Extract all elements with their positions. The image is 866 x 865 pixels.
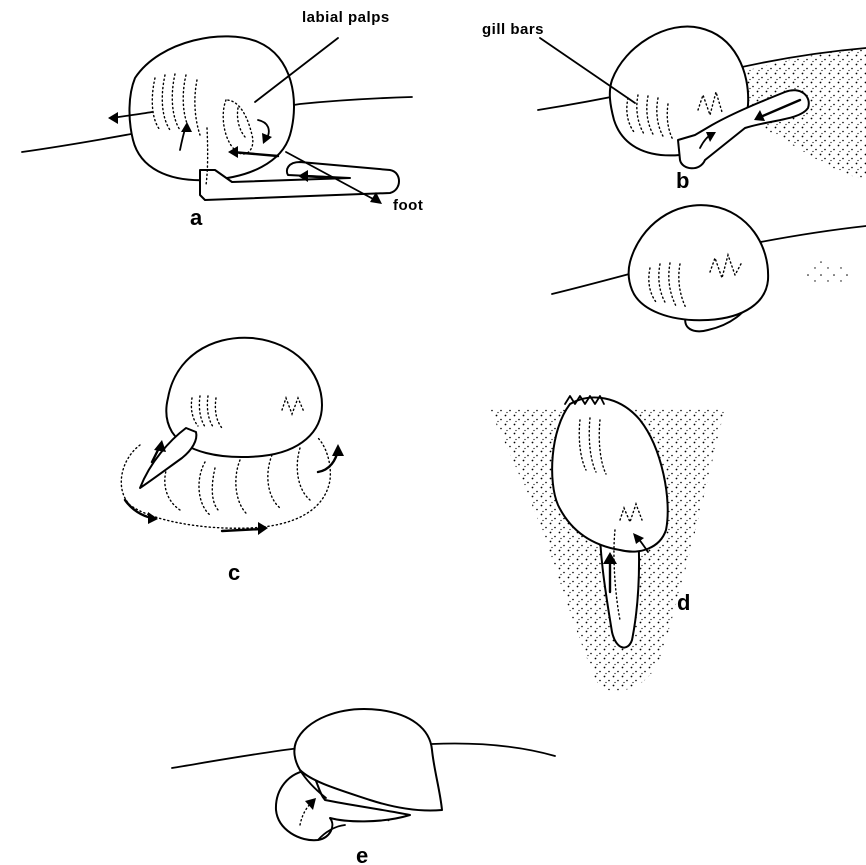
panel-c: c (121, 338, 344, 585)
panel-c-arrow-foot-head (154, 440, 166, 452)
panel-c-arrow-right-head (332, 444, 344, 456)
panel-b: gill bars b (482, 21, 866, 193)
panel-e: e (172, 709, 555, 865)
panel-d: d (488, 396, 725, 691)
panel-a-shell (129, 36, 294, 180)
labial-palps-label: labial palps (302, 9, 390, 26)
panel-a-arrow-left-head (108, 112, 118, 124)
panel-b2-shell (629, 205, 768, 320)
panel-d-letter: d (677, 590, 690, 615)
panel-c-foot (140, 428, 196, 488)
panel-c-arrow-bottom-head (258, 522, 268, 535)
panel-c-arrow-bottom-left-head (148, 512, 158, 524)
panel-c-dotted-foot-lobes (165, 448, 310, 515)
panel-a-letter: a (190, 205, 203, 230)
foot-label: foot (393, 197, 423, 214)
panel-c-arrow-bottom-left (125, 500, 152, 518)
panel-b-letter: b (676, 168, 689, 193)
panel-c-arrow-bottom (222, 529, 262, 531)
gill-bars-label: gill bars (482, 21, 544, 38)
panel-e-letter: e (356, 843, 368, 865)
panel-b2 (552, 205, 866, 331)
panel-c-letter: c (228, 560, 240, 585)
panel-b2-sediment-stipple (804, 261, 850, 286)
panel-a: labial palps foot a (22, 9, 423, 230)
